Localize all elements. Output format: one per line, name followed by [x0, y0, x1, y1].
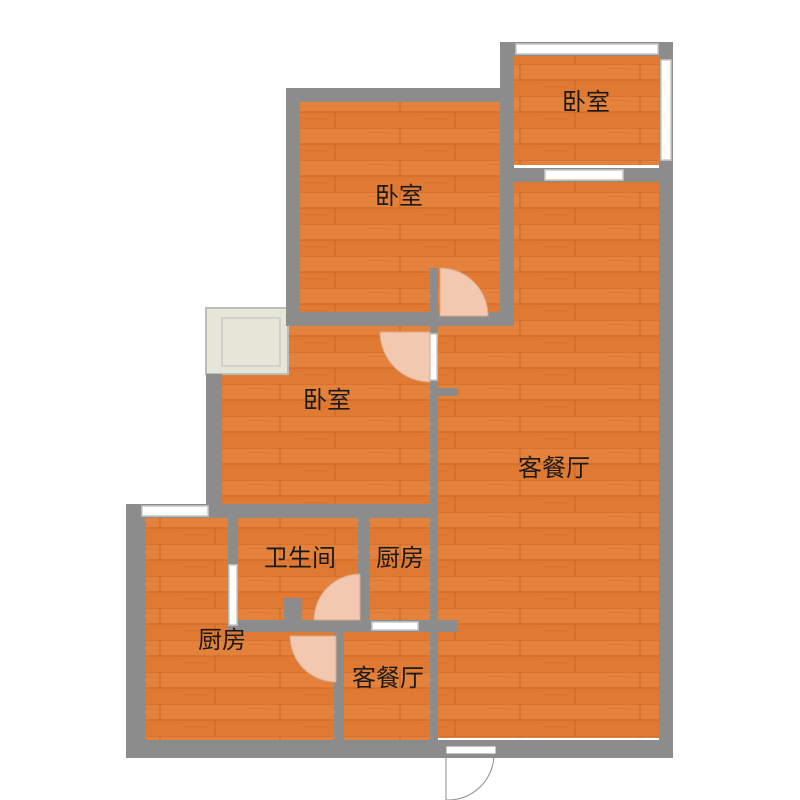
wall: [206, 504, 438, 518]
wall: [500, 102, 514, 324]
wall: [358, 518, 370, 630]
label-kitchen-small: 厨房: [376, 544, 424, 572]
wall: [126, 504, 146, 758]
door-kitchen-left[interactable]: [289, 635, 337, 683]
wall: [286, 88, 514, 102]
window-passage: [544, 169, 624, 181]
window-kitchen-small: [371, 621, 419, 631]
window-bathroom-side: [228, 564, 238, 626]
floor-kitchen-small: [370, 518, 430, 620]
label-bedroom-top: 卧室: [375, 182, 423, 210]
window-right: [660, 59, 672, 161]
label-bedroom-middle: 卧室: [303, 386, 351, 414]
wall: [284, 598, 302, 620]
room-labels: 卧室 卧室 卧室 客餐厅 卫生间 厨房 厨房 客餐厅: [198, 88, 610, 692]
wall: [126, 740, 673, 758]
floor-living-dining-small: [344, 632, 430, 740]
label-bedroom-top-right: 卧室: [562, 88, 610, 116]
wall: [430, 388, 458, 396]
floor-living-dining-main: [438, 182, 659, 738]
wall: [238, 620, 458, 632]
balcony-inner: [221, 317, 281, 367]
label-living-dining-small: 客餐厅: [352, 664, 424, 692]
door-entrance-leaf: [445, 745, 497, 755]
door-bedroom-middle[interactable]: [379, 331, 431, 383]
label-kitchen-left: 厨房: [198, 626, 246, 654]
label-bathroom: 卫生间: [264, 544, 336, 572]
window-kitchen-left: [141, 505, 209, 517]
wall: [286, 88, 300, 326]
windows: [141, 43, 672, 631]
door-bathroom[interactable]: [313, 573, 361, 621]
floor-bedroom-top-right: [514, 55, 659, 165]
door-bedroom-top[interactable]: [439, 267, 489, 317]
window-top: [515, 43, 659, 55]
wall: [206, 374, 222, 518]
door-entrance[interactable]: [445, 745, 497, 800]
door-entrance-swing: [445, 753, 495, 800]
wall: [334, 632, 344, 742]
label-living-dining-main: 客餐厅: [518, 454, 590, 482]
doors: [289, 267, 497, 800]
wall: [659, 42, 673, 757]
